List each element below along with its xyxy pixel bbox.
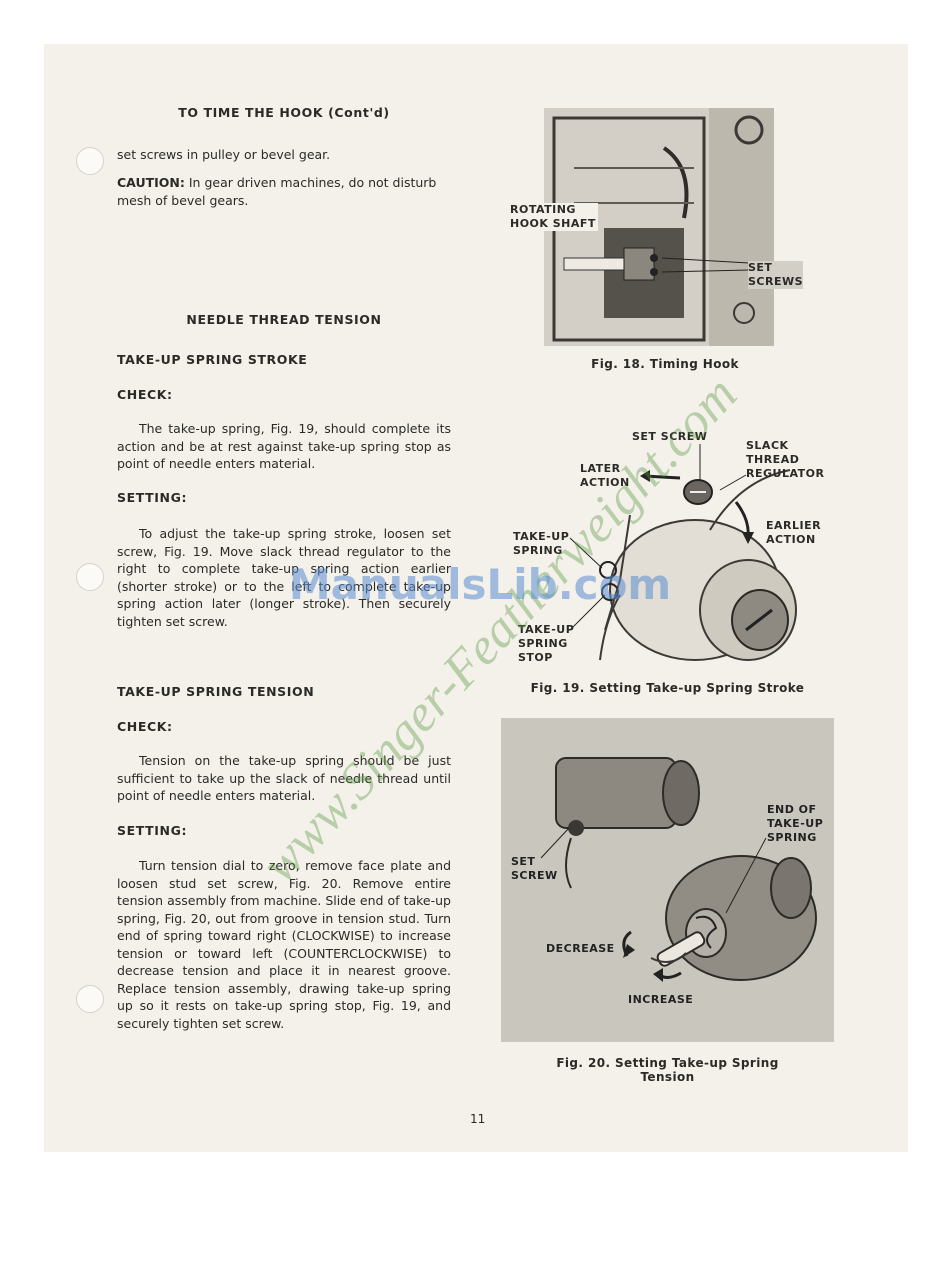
stroke-check-text: The take-up spring, Fig. 19, should comp… bbox=[117, 421, 451, 471]
fig19-caption: Fig. 19. Setting Take-up Spring Stroke bbox=[530, 681, 805, 695]
intro-text: set screws in pulley or bevel gear. bbox=[117, 147, 331, 162]
fig20-label-increase: INCREASE bbox=[628, 993, 694, 1006]
fig20-caption: Fig. 20. Setting Take-up Spring Tension bbox=[556, 1056, 779, 1084]
fig18-caption: Fig. 18. Timing Hook bbox=[591, 357, 739, 371]
fig19-label-spring: TAKE-UP SPRING bbox=[513, 530, 569, 558]
fig19-label-later: LATER ACTION bbox=[580, 462, 630, 490]
binder-hole bbox=[76, 985, 104, 1013]
section-needle-thread-tension: NEEDLE THREAD TENSION bbox=[186, 312, 382, 327]
tension-assembly-illustration bbox=[501, 718, 834, 1042]
label-line: THREAD bbox=[746, 453, 800, 466]
label-line: ACTION bbox=[580, 476, 630, 489]
label-line: SPRING bbox=[767, 831, 817, 844]
label-line: SET bbox=[748, 261, 773, 274]
fig20-label-decrease: DECREASE bbox=[546, 942, 615, 955]
label-line: END OF bbox=[767, 803, 817, 816]
fig18-label-shaft: ROTATING HOOK SHAFT bbox=[508, 203, 598, 231]
label-line: LATER bbox=[580, 462, 621, 475]
page-heading: TO TIME THE HOOK (Cont'd) bbox=[178, 105, 390, 120]
label-line: SCREWS bbox=[748, 275, 804, 288]
fig18-label-screws: SET SCREWS bbox=[748, 261, 804, 289]
fig19-illustration bbox=[569, 444, 797, 661]
label-line: ACTION bbox=[766, 533, 816, 546]
watermark-manualslib: ManualsLib.com bbox=[288, 560, 672, 609]
binder-hole bbox=[76, 563, 104, 591]
fig19-label-slack-regulator: SLACK THREAD REGULATOR bbox=[746, 439, 824, 481]
tension-check-text: Tension on the take-up spring should be … bbox=[117, 753, 451, 803]
caution-text: In gear driven machines, do not disturb … bbox=[117, 175, 437, 208]
label-line: STOP bbox=[518, 651, 553, 664]
page-number: 11 bbox=[470, 1112, 486, 1126]
stroke-setting-text: To adjust the take-up spring stroke, loo… bbox=[117, 526, 451, 629]
fig20-label-end-of-spring: END OF TAKE-UP SPRING bbox=[767, 803, 823, 845]
binder-hole bbox=[76, 147, 104, 175]
fig20-label-setscrew: SET SCREW bbox=[511, 855, 558, 883]
label-line: SLACK bbox=[746, 439, 789, 452]
tension-setting-label: SETTING: bbox=[117, 823, 188, 838]
label-line: EARLIER bbox=[766, 519, 822, 532]
label-line: SCREW bbox=[511, 869, 558, 882]
fig19-label-earlier: EARLIER ACTION bbox=[766, 519, 821, 547]
caution-paragraph: CAUTION: In gear driven machines, do not… bbox=[117, 174, 451, 209]
tension-title: TAKE-UP SPRING TENSION bbox=[117, 684, 315, 699]
fig20-photo bbox=[501, 718, 834, 1042]
label-line: ROTATING bbox=[510, 203, 576, 216]
fig19-label-setscrew: SET SCREW bbox=[632, 430, 708, 443]
label-line: TAKE-UP bbox=[513, 530, 570, 543]
label-line: SPRING bbox=[513, 544, 563, 557]
tension-setting-text: Turn tension dial to zero, remove face p… bbox=[117, 858, 451, 1031]
tension-check-label: CHECK: bbox=[117, 719, 173, 734]
label-line: SPRING bbox=[518, 637, 568, 650]
caution-label: CAUTION: bbox=[117, 175, 185, 190]
stroke-setting-label: SETTING: bbox=[117, 490, 188, 505]
label-line: TAKE-UP bbox=[518, 623, 575, 636]
fig19-label-stop: TAKE-UP SPRING STOP bbox=[518, 623, 574, 665]
label-line: TAKE-UP bbox=[767, 817, 824, 830]
label-line: HOOK SHAFT bbox=[510, 217, 596, 230]
stroke-title: TAKE-UP SPRING STROKE bbox=[117, 352, 308, 367]
stroke-check-label: CHECK: bbox=[117, 387, 173, 402]
label-line: SET bbox=[511, 855, 536, 868]
label-line: REGULATOR bbox=[746, 467, 825, 480]
